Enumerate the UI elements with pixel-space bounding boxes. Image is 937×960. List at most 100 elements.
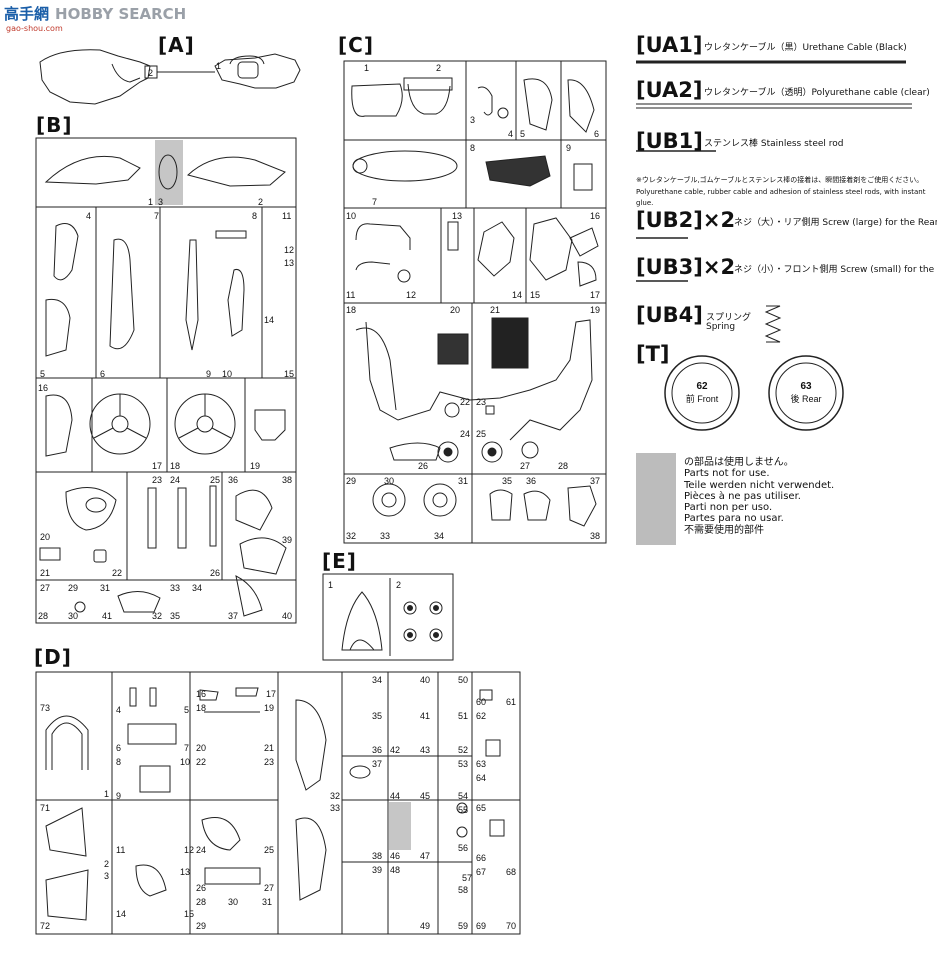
tire-front-num: 62 — [696, 381, 708, 392]
part-d-14: 14 — [116, 909, 127, 919]
part-d-50: 50 — [458, 675, 469, 685]
part-d-45: 45 — [420, 791, 431, 801]
part-b-5: 5 — [40, 369, 46, 379]
part-d-64: 64 — [476, 773, 487, 783]
part-d-10: 10 — [180, 757, 191, 767]
legend-ua1-code: [UA1] — [636, 33, 703, 57]
part-c-23: 23 — [476, 397, 487, 407]
part-d-58: 58 — [458, 885, 469, 895]
part-c-14: 14 — [512, 290, 523, 300]
part-c-38: 38 — [590, 531, 601, 541]
part-d-21: 21 — [264, 743, 275, 753]
part-c-33: 33 — [380, 531, 391, 541]
part-b-17: 17 — [152, 461, 163, 471]
part-c-6: 6 — [594, 129, 600, 139]
part-c-24: 24 — [460, 429, 471, 439]
part-c-11: 11 — [346, 290, 356, 300]
part-b-12: 12 — [284, 245, 295, 255]
part-d-43: 43 — [420, 745, 431, 755]
part-d-8: 8 — [116, 757, 122, 767]
legend-ua2-code: [UA2] — [636, 78, 703, 102]
not-used-line-de: Teile werden nicht verwendet. — [684, 479, 835, 491]
part-b-26: 26 — [210, 568, 221, 578]
part-c-28: 28 — [558, 461, 569, 471]
part-d-71: 71 — [40, 803, 51, 813]
part-d-62: 62 — [476, 711, 487, 721]
part-d-25: 25 — [264, 845, 275, 855]
part-d-24: 24 — [196, 845, 207, 855]
part-d-52: 52 — [458, 745, 469, 755]
not-used-line-it: Parti non per uso. — [684, 502, 773, 514]
sprue-d — [35, 671, 521, 935]
part-d-69: 69 — [476, 921, 487, 931]
part-b-39: 39 — [282, 535, 293, 545]
part-b-8: 8 — [252, 211, 258, 221]
part-c-36: 36 — [526, 476, 537, 486]
part-d-47: 47 — [420, 851, 431, 861]
part-b-16: 16 — [38, 383, 49, 393]
part-b-30: 30 — [68, 611, 79, 621]
part-d-59: 59 — [458, 921, 469, 931]
part-d-3: 3 — [104, 871, 110, 881]
part-b-31: 31 — [100, 583, 111, 593]
not-used-line-fr: Pièces à ne pas utiliser. — [684, 490, 801, 502]
part-d-5: 5 — [184, 705, 190, 715]
part-c-21: 21 — [490, 305, 501, 315]
section-d-label: [D] — [34, 645, 72, 669]
part-c-17: 17 — [590, 290, 601, 300]
legend-ub4-desc-en: Spring — [706, 322, 736, 332]
part-b-27: 27 — [40, 583, 51, 593]
part-d-41: 41 — [420, 711, 431, 721]
part-d-42: 42 — [390, 745, 401, 755]
part-d-56: 56 — [458, 843, 469, 853]
not-used-line-cn: 不需要使用的部件 — [684, 524, 764, 536]
part-c-4: 4 — [508, 129, 514, 139]
tire-front-label: 62 前 Front — [667, 381, 737, 405]
part-c-37: 37 — [590, 476, 601, 486]
part-c-18: 18 — [346, 305, 357, 315]
section-e-label: [E] — [322, 549, 357, 573]
part-c-12: 12 — [406, 290, 417, 300]
legend-ub3-code: [UB3]×2 — [636, 255, 736, 279]
part-b-6: 6 — [100, 369, 106, 379]
not-used-list: の部品は使用しません。 Parts not for use. Teile wer… — [684, 457, 834, 536]
part-c-35: 35 — [502, 476, 513, 486]
part-b-41: 41 — [102, 611, 113, 621]
part-b-11: 11 — [282, 211, 292, 221]
legend-ub4-code: [UB4] — [636, 303, 703, 327]
part-d-55: 55 — [458, 805, 469, 815]
legend-ub1-desc: ステンレス棒 Stainless steel rod — [704, 139, 844, 149]
part-b-7: 7 — [154, 211, 160, 221]
part-c-25: 25 — [476, 429, 487, 439]
part-b-19: 19 — [250, 461, 261, 471]
part-b-20: 20 — [40, 532, 51, 542]
part-d-70: 70 — [506, 921, 517, 931]
legend-ua1-desc: ウレタンケーブル（黒）Urethane Cable (Black) — [704, 43, 907, 53]
part-e-2: 2 — [396, 580, 402, 590]
part-d-72: 72 — [40, 921, 51, 931]
part-d-26: 26 — [196, 883, 207, 893]
legend-note-jp: ※ウレタンケーブル,ゴムケーブルとステンレス棒の接着は、瞬間接着剤をご使用くださ… — [636, 176, 924, 184]
section-a-label: [A] — [158, 33, 195, 57]
part-b-33: 33 — [170, 583, 181, 593]
not-used-swatch — [636, 453, 676, 545]
part-d-66: 66 — [476, 853, 487, 863]
part-d-53: 53 — [458, 759, 469, 769]
part-d-6: 6 — [116, 743, 122, 753]
part-d-60: 60 — [476, 697, 487, 707]
part-c-32: 32 — [346, 531, 357, 541]
part-b-29: 29 — [68, 583, 79, 593]
legend-note-en: Polyurethane cable, rubber cable and adh… — [636, 188, 926, 207]
part-b-23: 23 — [152, 475, 163, 485]
part-d-11: 11 — [116, 845, 126, 855]
part-c-2: 2 — [436, 63, 442, 73]
part-b-3: 3 — [158, 197, 164, 207]
legend-ub4-desc-jp: スプリング — [706, 313, 752, 323]
part-b-35: 35 — [170, 611, 181, 621]
part-b-9: 9 — [206, 369, 212, 379]
not-used-line-es: Partes para no usar. — [684, 513, 784, 525]
sprue-b — [35, 137, 297, 624]
part-b-2: 2 — [258, 197, 264, 207]
part-d-28: 28 — [196, 897, 207, 907]
part-d-29: 29 — [196, 921, 207, 931]
